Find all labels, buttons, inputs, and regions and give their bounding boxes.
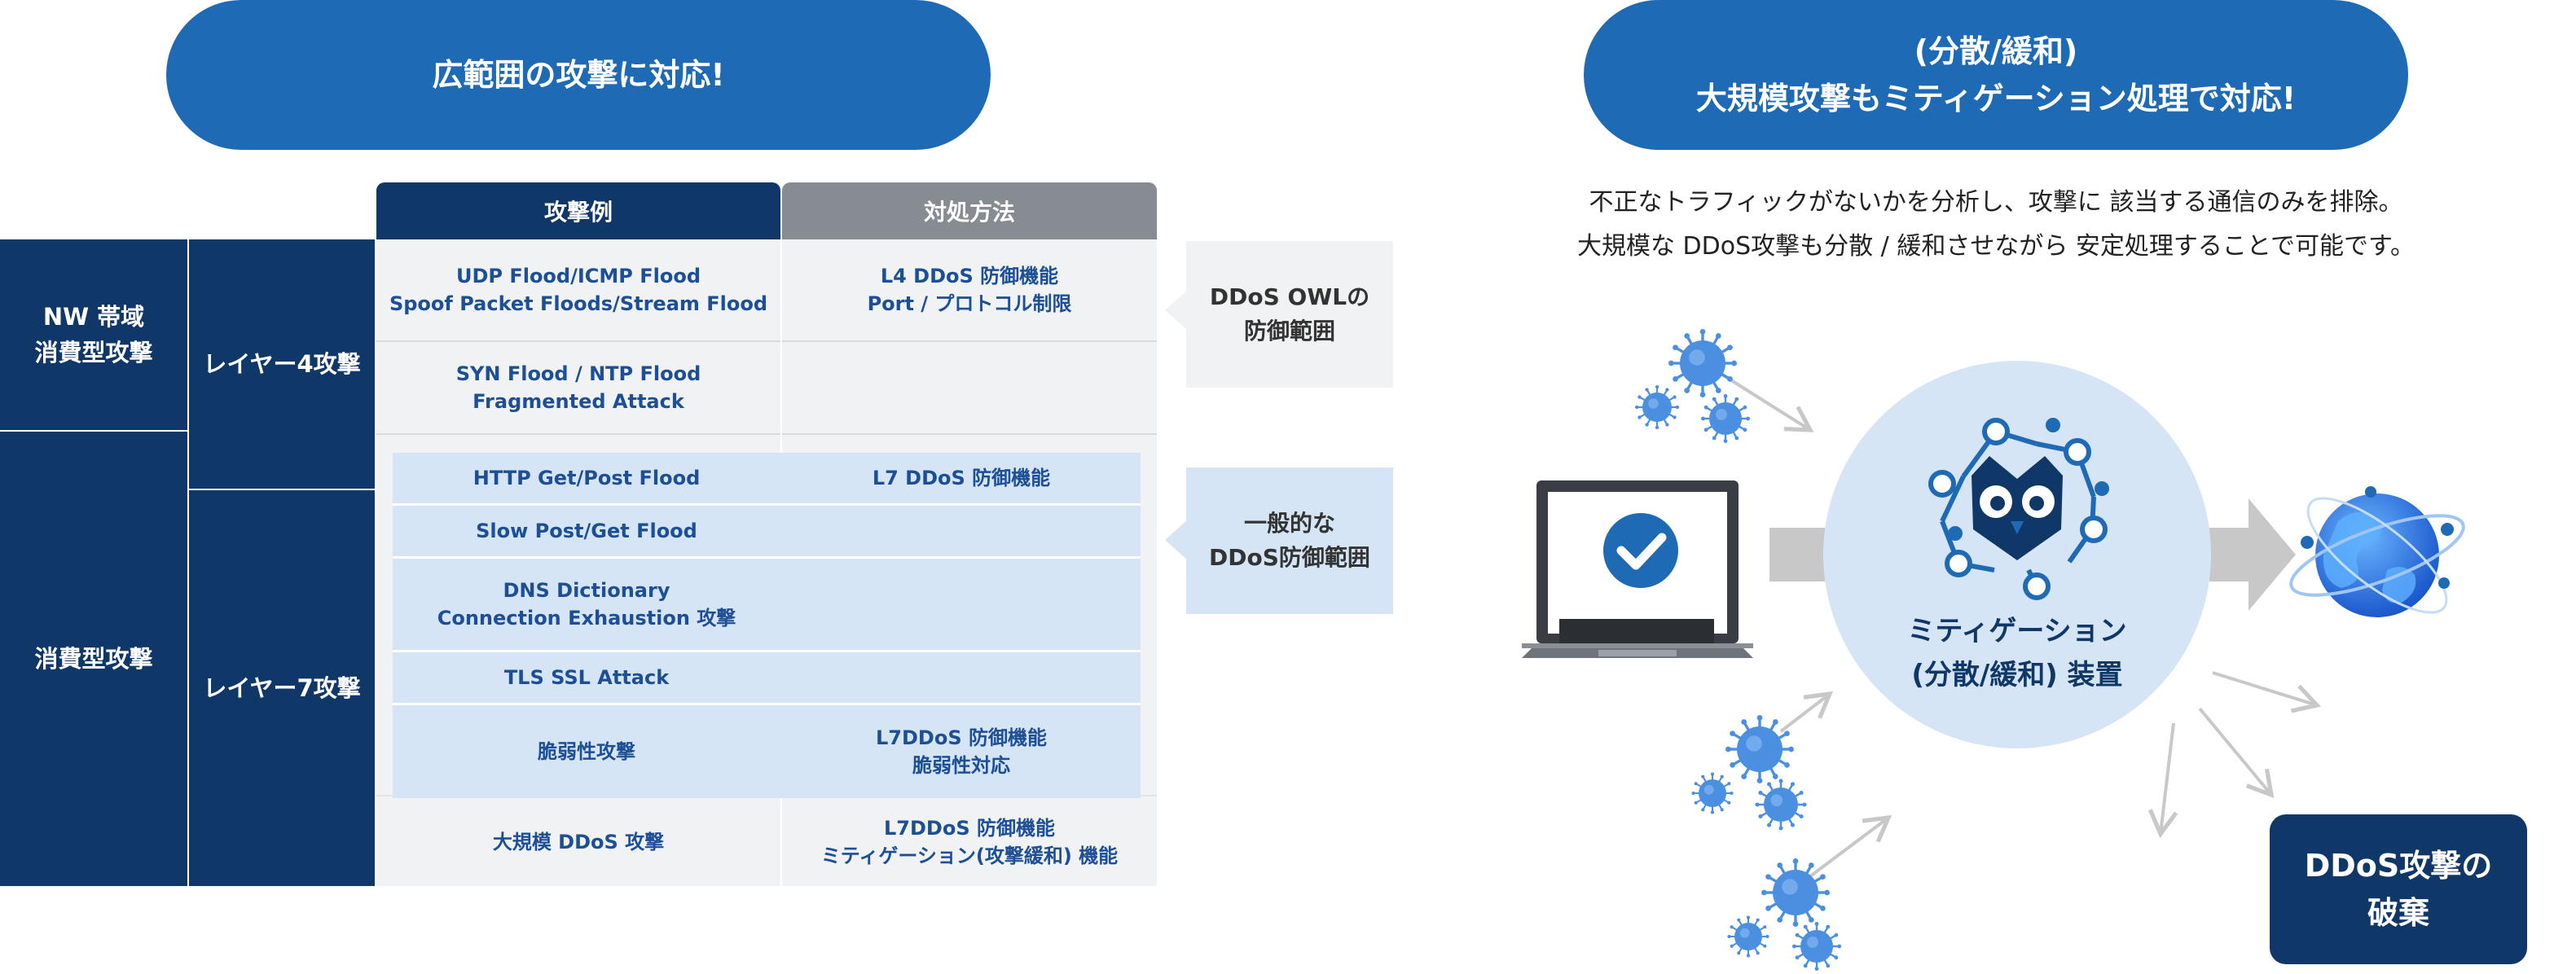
virus-icon xyxy=(1691,772,1734,814)
mitigation-device-label: ミティゲーション (分散/緩和) 装置 xyxy=(1907,615,2127,691)
virus-icon xyxy=(1635,385,1680,430)
tag-pointer xyxy=(1165,520,1188,560)
table-row: DNS Dictionary Connection Exhaustion 攻撃 xyxy=(437,579,736,630)
virus-icon xyxy=(1755,779,1807,831)
layer7-label: レイヤー7攻撃 xyxy=(189,490,375,886)
table-row: L7DDoS 防御機能 脆弱性対応 xyxy=(876,726,1047,777)
virus-icon xyxy=(1725,715,1794,783)
discard-arrow-icon xyxy=(2212,671,2322,713)
virus-icon xyxy=(1701,394,1751,443)
tag-ddos-owl-range: DDoS OWLの 防御範囲 xyxy=(1186,241,1393,388)
virus-icon xyxy=(1792,922,1842,971)
tag-general-range: 一般的な DDoS防御範囲 xyxy=(1186,467,1393,614)
table-row: L4 DDoS 防御機能 Port / プロトコル制限 xyxy=(867,265,1072,315)
general-range-highlight xyxy=(393,453,1141,798)
header-attack-example: 攻撃例 xyxy=(376,182,780,239)
left-banner: 広範囲の攻撃に対応! xyxy=(166,0,991,150)
attack-arrow-icon xyxy=(1809,814,1892,878)
group-nw-bandwidth: NW 帯域 消費型攻撃 xyxy=(0,239,187,430)
virus-icon xyxy=(1761,858,1830,927)
owl-face-icon xyxy=(1972,456,2063,560)
table-row: 大規模 DDoS 攻撃 xyxy=(492,831,665,853)
discard-arrow-icon xyxy=(2198,707,2275,799)
flow-arrow-icon xyxy=(2209,498,2296,611)
group-consumption-attack: 消費型攻撃 xyxy=(0,432,187,886)
table-row: 脆弱性攻撃 xyxy=(538,740,635,763)
owl-network-icon xyxy=(1928,418,2109,600)
table-row: HTTP Get/Post Flood xyxy=(473,467,701,489)
attack-arrow-icon xyxy=(1779,691,1834,733)
row-divider xyxy=(393,556,1141,559)
virus-icon xyxy=(1668,329,1737,398)
discard-arrow-icon xyxy=(2147,722,2178,839)
laptop-icon xyxy=(1522,480,1753,658)
row-divider xyxy=(393,503,1141,506)
row-divider xyxy=(376,433,1157,435)
tag-pointer xyxy=(1165,290,1188,331)
table-row: L7 DDoS 防御機能 xyxy=(872,467,1051,489)
table-row: L7DDoS 防御機能 ミティゲーション(攻撃緩和) 機能 xyxy=(820,817,1119,867)
layer4-label: レイヤー4攻撃 xyxy=(189,239,375,489)
table-row: UDP Flood/ICMP Flood Spoof Packet Floods… xyxy=(389,265,768,315)
table-row: Slow Post/Get Flood xyxy=(476,520,697,542)
description-text: 不正なトラフィックがないかを分析し、攻撃に 該当する通信のみを排除。 大規模な … xyxy=(1577,188,2415,261)
attack-arrow-icon xyxy=(1721,373,1814,432)
row-divider xyxy=(376,340,1157,342)
header-countermeasure: 対処方法 xyxy=(782,182,1157,239)
ddos-discard-box: DDoS攻撃の 破棄 xyxy=(2270,814,2527,964)
virus-icon xyxy=(1727,915,1769,958)
table-row: SYN Flood / NTP Flood Fragmented Attack xyxy=(455,362,701,413)
row-divider xyxy=(393,650,1141,652)
globe-icon xyxy=(2289,486,2465,617)
row-divider xyxy=(393,703,1141,705)
right-banner: (分散/緩和) 大規模攻撃もミティゲーション処理で対応! xyxy=(1584,0,2408,150)
table-row: TLS SSL Attack xyxy=(503,666,670,689)
